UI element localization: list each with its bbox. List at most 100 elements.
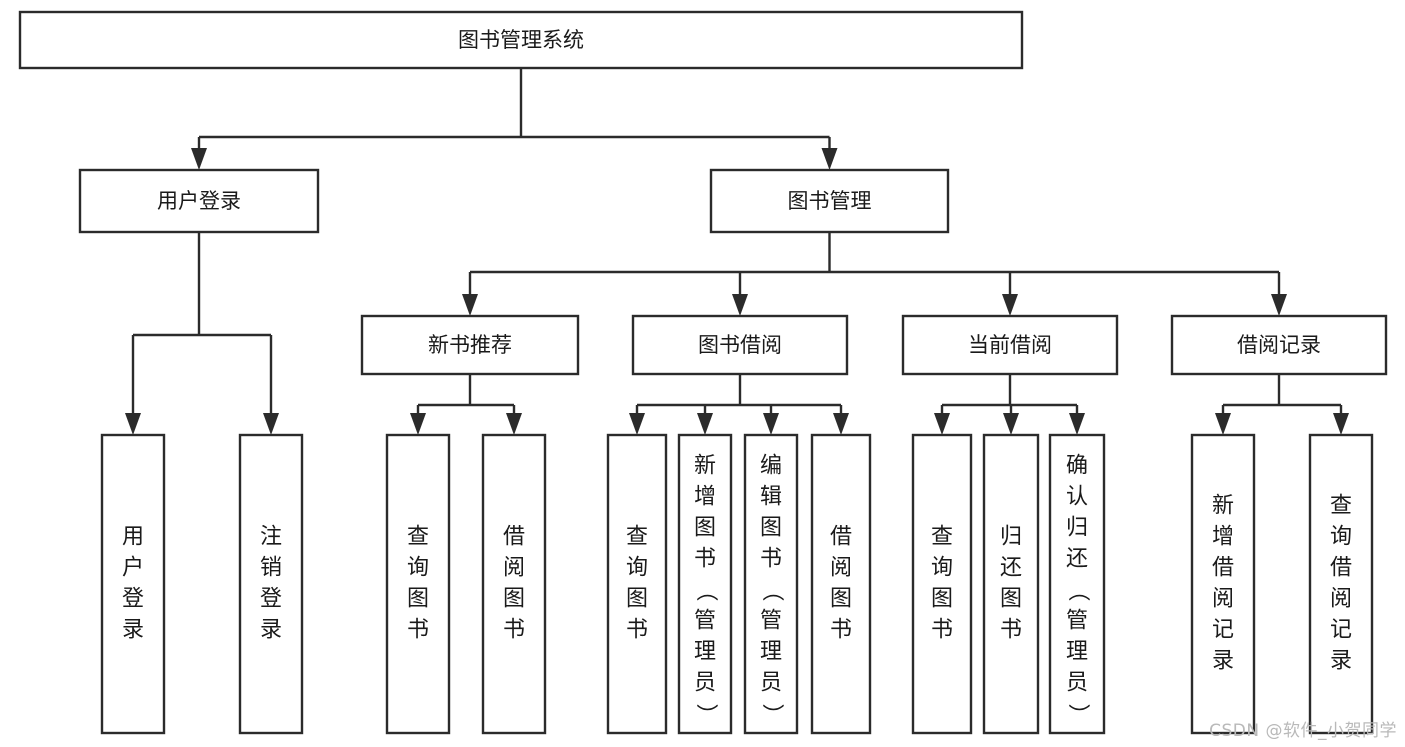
node-leaf-user-login[interactable]: 用户登录 — [100, 433, 166, 735]
svg-text:询: 询 — [931, 556, 953, 581]
svg-text:借: 借 — [1330, 556, 1352, 581]
svg-text:询: 询 — [1330, 525, 1352, 550]
arrow-head-icon — [732, 294, 748, 316]
svg-text:询: 询 — [407, 556, 429, 581]
node-label: 用户登录 — [157, 189, 241, 213]
arrow-head-icon — [1069, 413, 1085, 435]
svg-text:认: 认 — [1066, 485, 1088, 510]
svg-text:书: 书 — [407, 618, 429, 643]
node-box — [982, 433, 1040, 735]
node-label: 新书推荐 — [428, 333, 512, 357]
node-box — [901, 314, 1119, 376]
svg-text:理: 理 — [760, 640, 782, 665]
node-borrow-record[interactable]: 借阅记录 — [1170, 314, 1388, 376]
node-user-login[interactable]: 用户登录 — [78, 168, 320, 234]
svg-text:）: ） — [759, 703, 784, 725]
node-box — [385, 433, 451, 735]
node-box — [1170, 314, 1388, 376]
svg-text:还: 还 — [1000, 556, 1022, 581]
arrow-head-icon — [629, 413, 645, 435]
node-label: 当前借阅 — [968, 333, 1052, 357]
node-label: 用户登录 — [122, 525, 144, 643]
svg-text:新: 新 — [1212, 494, 1234, 519]
svg-text:理: 理 — [694, 640, 716, 665]
svg-text:录: 录 — [1330, 649, 1352, 674]
arrow-head-icon — [821, 148, 838, 170]
svg-text:员: 员 — [1066, 671, 1088, 696]
svg-text:（: （ — [693, 579, 718, 601]
node-box — [631, 314, 849, 376]
node-current-borrow[interactable]: 当前借阅 — [901, 314, 1119, 376]
arrow-head-icon — [263, 413, 279, 435]
svg-text:记: 记 — [1212, 618, 1234, 643]
node-box — [606, 433, 668, 735]
svg-text:登: 登 — [122, 587, 144, 612]
svg-text:（: （ — [1065, 579, 1090, 601]
svg-text:书: 书 — [694, 547, 716, 572]
arrow-head-icon — [191, 148, 207, 170]
node-box — [100, 433, 166, 735]
svg-text:图: 图 — [931, 587, 953, 612]
svg-text:阅: 阅 — [830, 556, 852, 581]
svg-text:用: 用 — [122, 525, 144, 550]
svg-text:录: 录 — [260, 618, 282, 643]
svg-text:）: ） — [693, 703, 718, 725]
arrow-head-icon — [1333, 413, 1349, 435]
nodes-layer: 图书管理系统用户登录图书管理新书推荐图书借阅当前借阅借阅记录用户登录注销登录查询… — [18, 10, 1388, 735]
svg-text:图: 图 — [1000, 587, 1022, 612]
node-box — [238, 433, 304, 735]
svg-text:确: 确 — [1066, 454, 1088, 479]
svg-text:还: 还 — [1066, 547, 1088, 572]
arrow-head-icon — [125, 413, 141, 435]
svg-text:阅: 阅 — [1330, 587, 1352, 612]
node-box — [78, 168, 320, 234]
svg-text:借: 借 — [503, 525, 525, 550]
node-book-management[interactable]: 图书管理 — [709, 168, 950, 234]
svg-text:图: 图 — [503, 587, 525, 612]
node-new-book-recommend[interactable]: 新书推荐 — [360, 314, 580, 376]
svg-text:归: 归 — [1000, 525, 1022, 550]
arrow-head-icon — [833, 413, 849, 435]
svg-text:管: 管 — [694, 609, 716, 634]
node-box — [1190, 433, 1256, 735]
svg-text:户: 户 — [122, 556, 144, 581]
svg-text:员: 员 — [694, 671, 716, 696]
arrow-head-icon — [1271, 294, 1287, 316]
node-label: 图书管理 — [788, 189, 872, 213]
arrow-head-icon — [934, 413, 950, 435]
node-root[interactable]: 图书管理系统 — [18, 10, 1024, 70]
svg-text:管: 管 — [1066, 609, 1088, 634]
svg-text:增: 增 — [1212, 525, 1234, 550]
svg-text:图: 图 — [407, 587, 429, 612]
svg-text:阅: 阅 — [1212, 587, 1234, 612]
arrow-head-icon — [1002, 294, 1018, 316]
node-box — [810, 433, 872, 735]
arrow-head-icon — [506, 413, 522, 435]
node-label: 图书借阅 — [698, 333, 782, 357]
node-book-borrow[interactable]: 图书借阅 — [631, 314, 849, 376]
node-box — [709, 168, 950, 234]
svg-text:归: 归 — [1066, 516, 1088, 541]
svg-text:阅: 阅 — [503, 556, 525, 581]
